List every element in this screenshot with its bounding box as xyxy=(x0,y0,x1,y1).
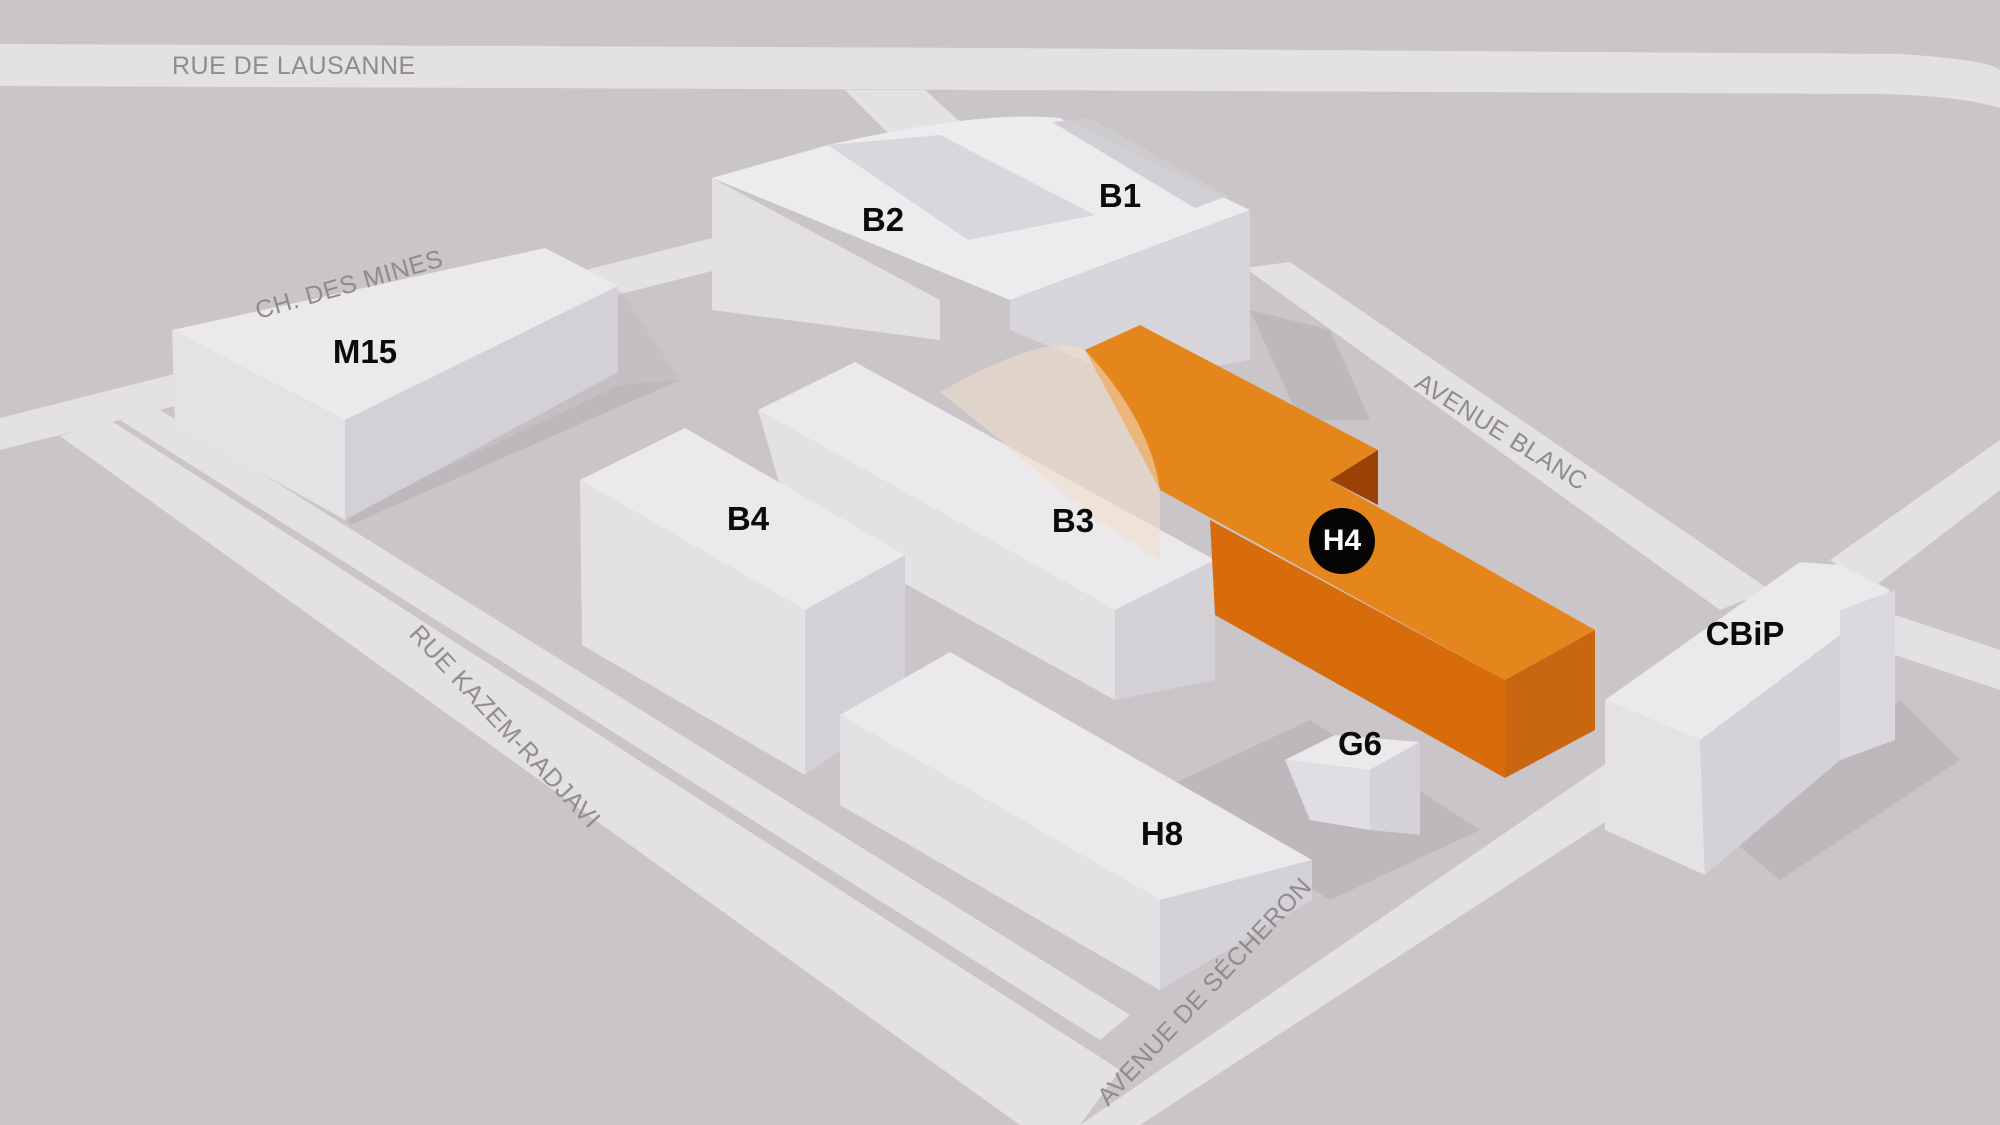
building-g6[interactable] xyxy=(1285,735,1420,835)
connector-glass xyxy=(940,345,1160,560)
building-b2-b1[interactable] xyxy=(712,116,1250,380)
building-label-b2[interactable]: B2 xyxy=(861,201,905,238)
building-label-g6[interactable]: G6 xyxy=(1337,725,1383,762)
building-b3[interactable] xyxy=(758,362,1215,700)
road-avenue-blanc-east xyxy=(1830,440,2000,590)
building-m15[interactable] xyxy=(172,248,618,520)
building-h4[interactable] xyxy=(940,325,1595,778)
building-label-cbip[interactable]: CBiP xyxy=(1705,615,1785,652)
h4-badge-icon[interactable]: H4 xyxy=(1309,508,1375,574)
h4-badge-label: H4 xyxy=(1322,524,1362,557)
road-avenue-blanc xyxy=(1245,262,1770,610)
road-avenue-de-secheron xyxy=(1080,740,1700,1125)
road-rue-de-lausanne xyxy=(0,44,2000,108)
b2-skylight xyxy=(828,135,1095,240)
building-cbip[interactable] xyxy=(1605,562,1895,875)
street-label-rue-de-lausanne: RUE DE LAUSANNE xyxy=(172,52,416,80)
b1-skylight xyxy=(1052,118,1228,208)
building-label-h8[interactable]: H8 xyxy=(1140,815,1184,852)
road-east-spur xyxy=(1880,610,2000,690)
building-label-b1[interactable]: B1 xyxy=(1098,177,1142,214)
building-h8[interactable] xyxy=(840,652,1312,990)
building-label-m15[interactable]: M15 xyxy=(332,333,398,370)
road-inner-loop xyxy=(120,410,1130,1040)
road-rue-kazem-radjavi xyxy=(60,420,1120,1125)
building-label-b4[interactable]: B4 xyxy=(726,500,770,537)
building-label-b3[interactable]: B3 xyxy=(1051,502,1095,539)
